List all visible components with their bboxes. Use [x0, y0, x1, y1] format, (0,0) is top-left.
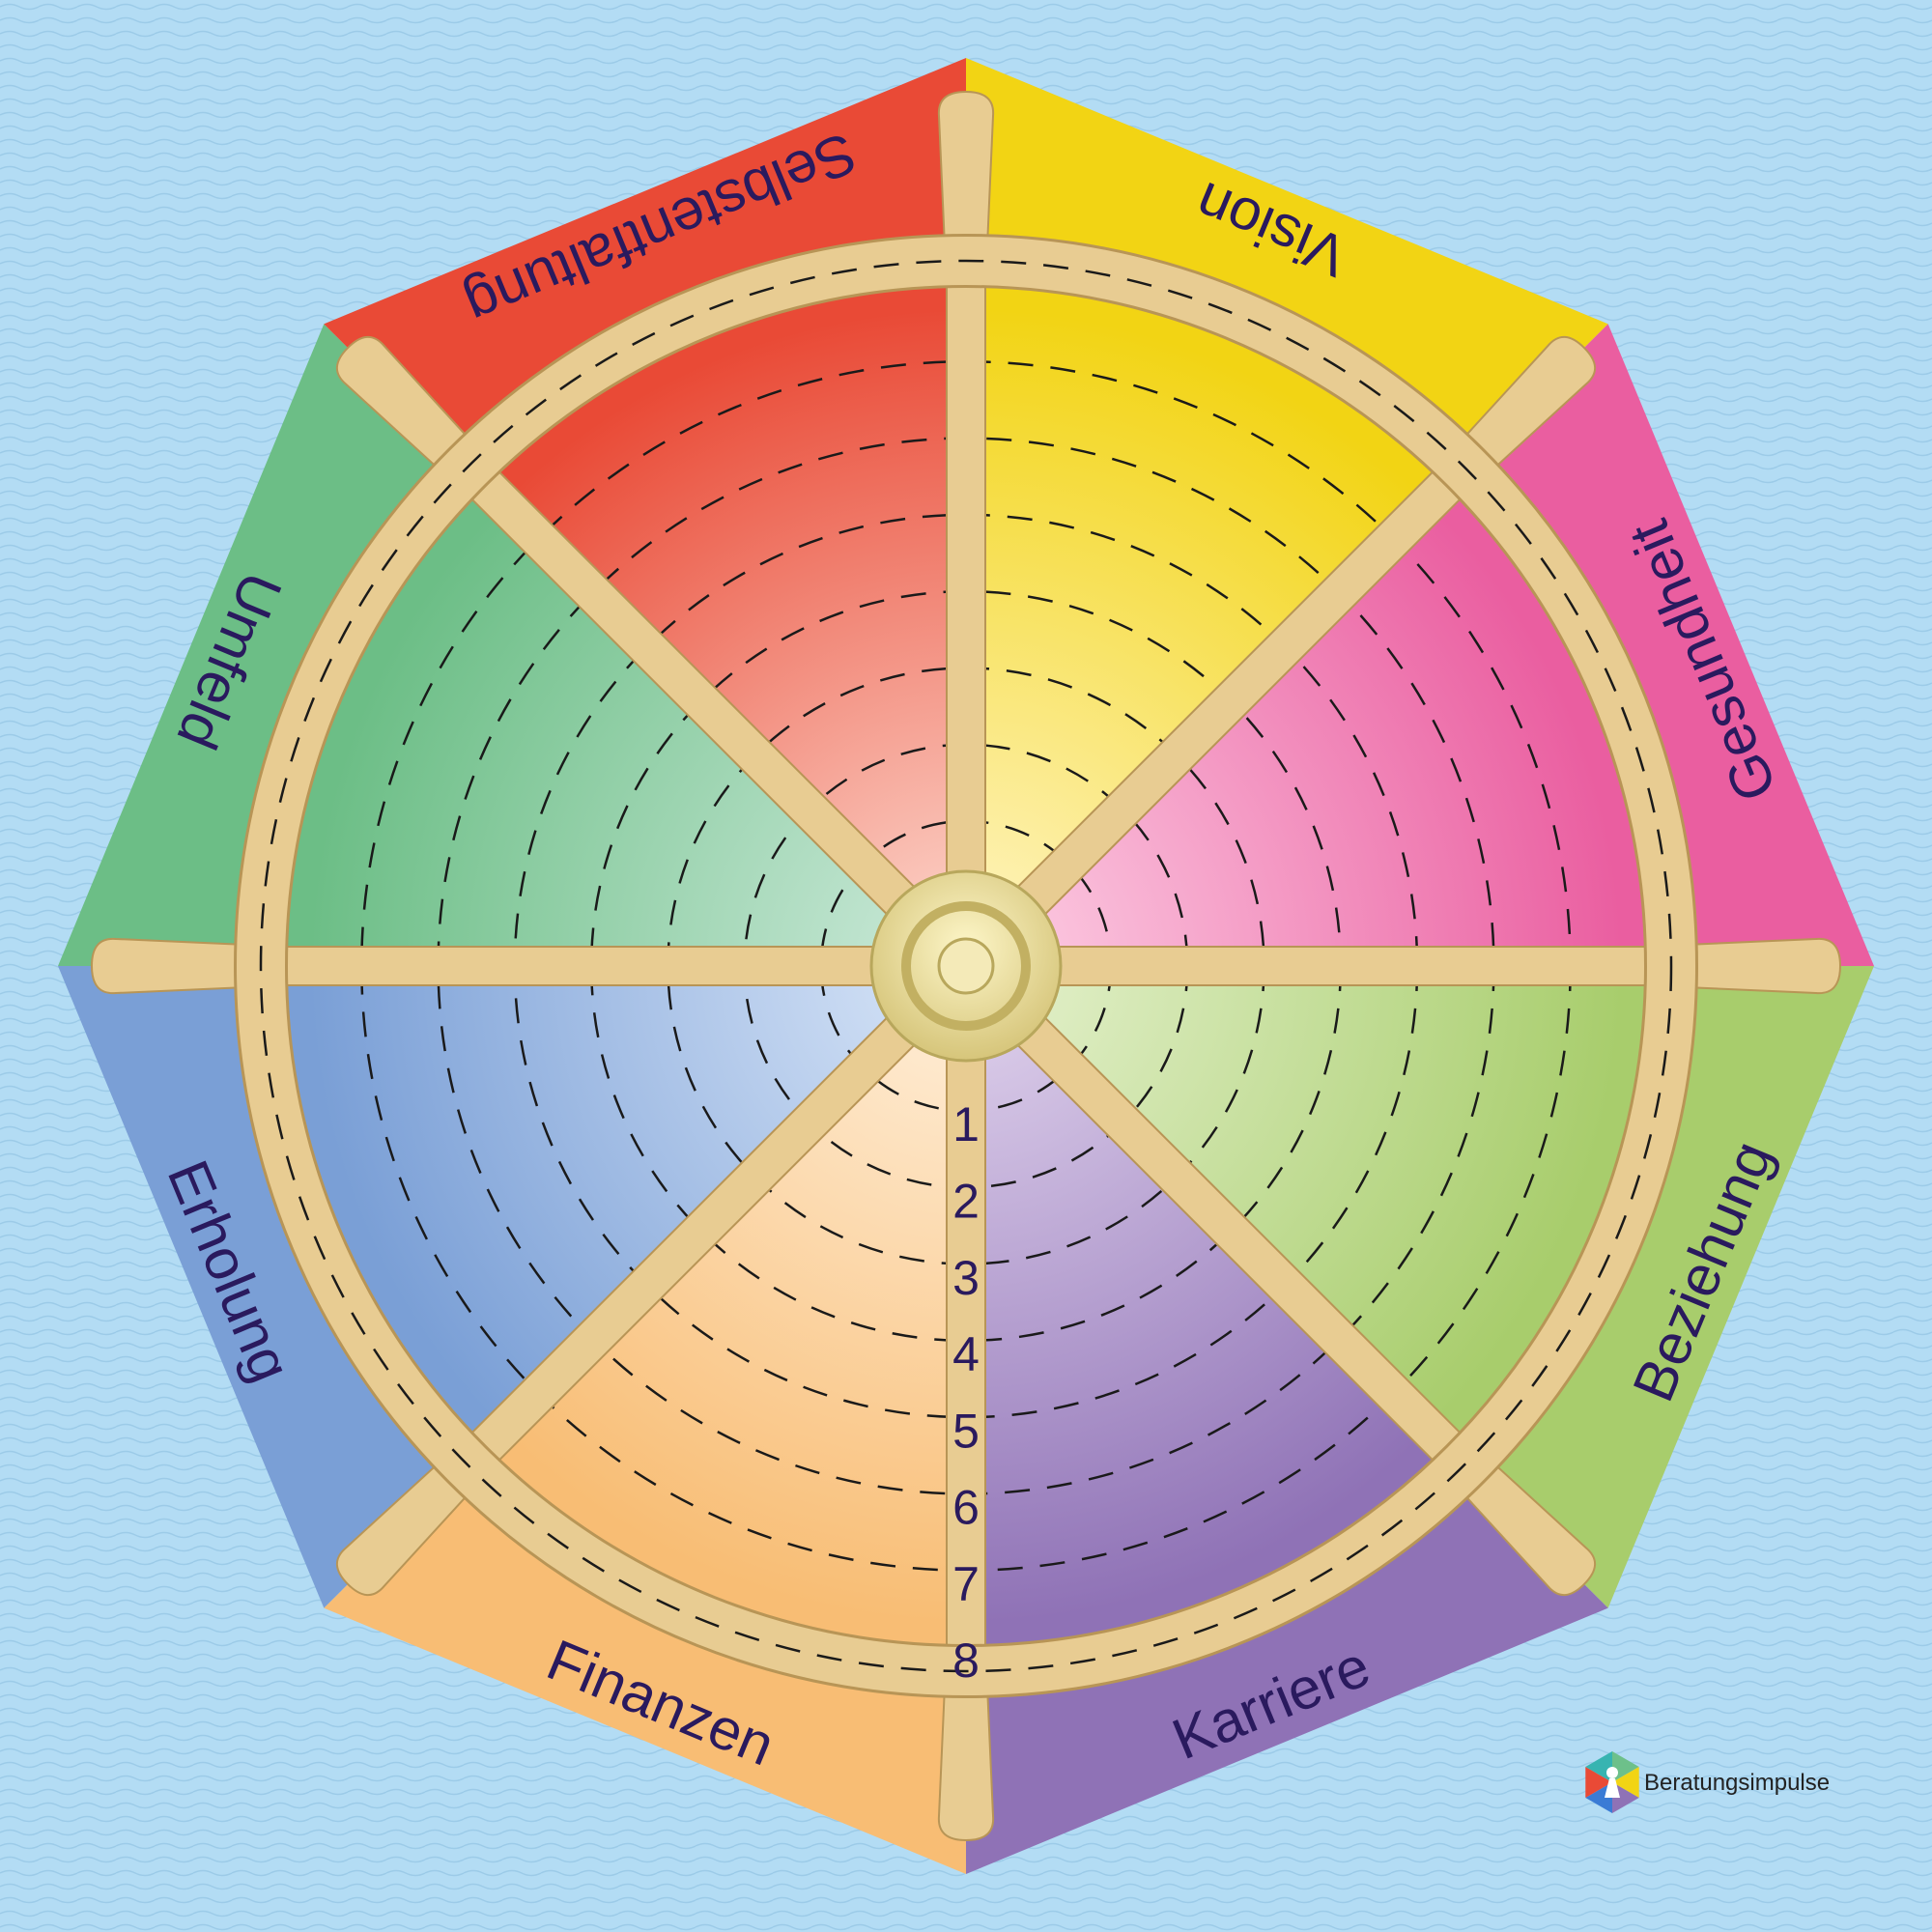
scale-number: 3: [952, 1251, 980, 1305]
hub-ring: [901, 901, 1031, 1031]
ship-wheel: [90, 90, 1842, 1842]
scale-numbers: 1 2 3 4 5 6 7 8: [952, 1097, 980, 1688]
spoke: [937, 90, 995, 967]
spoke-handle: [1458, 335, 1597, 474]
spoke-handle: [937, 1685, 995, 1842]
scale-number: 8: [952, 1634, 980, 1688]
sector-erholung: [309, 966, 966, 1431]
rim-dashed-line: [259, 259, 1673, 1673]
sector-vision: [966, 309, 1431, 966]
scale-number: 6: [952, 1481, 980, 1535]
hub-center: [937, 937, 995, 995]
scale-number: 1: [952, 1097, 980, 1151]
spoke-handle: [1685, 937, 1842, 995]
spoke: [965, 937, 1842, 995]
scale-number: 5: [952, 1404, 980, 1458]
inner-sectors: [309, 309, 1623, 1623]
scale-number: 2: [952, 1174, 980, 1228]
sector-beziehung: [966, 966, 1623, 1431]
logo-cube-icon: [1585, 1751, 1639, 1813]
scale-number: 4: [952, 1327, 980, 1381]
spoke: [90, 937, 967, 995]
spoke: [937, 965, 995, 1842]
spoke-handle: [335, 335, 474, 474]
spoke-handle: [1458, 1458, 1597, 1597]
spoke-handle: [335, 1458, 474, 1597]
spoke: [951, 335, 1597, 981]
spoke-handle: [90, 937, 247, 995]
scale-number: 7: [952, 1557, 980, 1611]
logo: Beratungsimpulse: [1580, 1739, 1832, 1826]
spoke-handle: [937, 90, 995, 247]
logo-text: Beratungsimpulse: [1644, 1770, 1831, 1796]
